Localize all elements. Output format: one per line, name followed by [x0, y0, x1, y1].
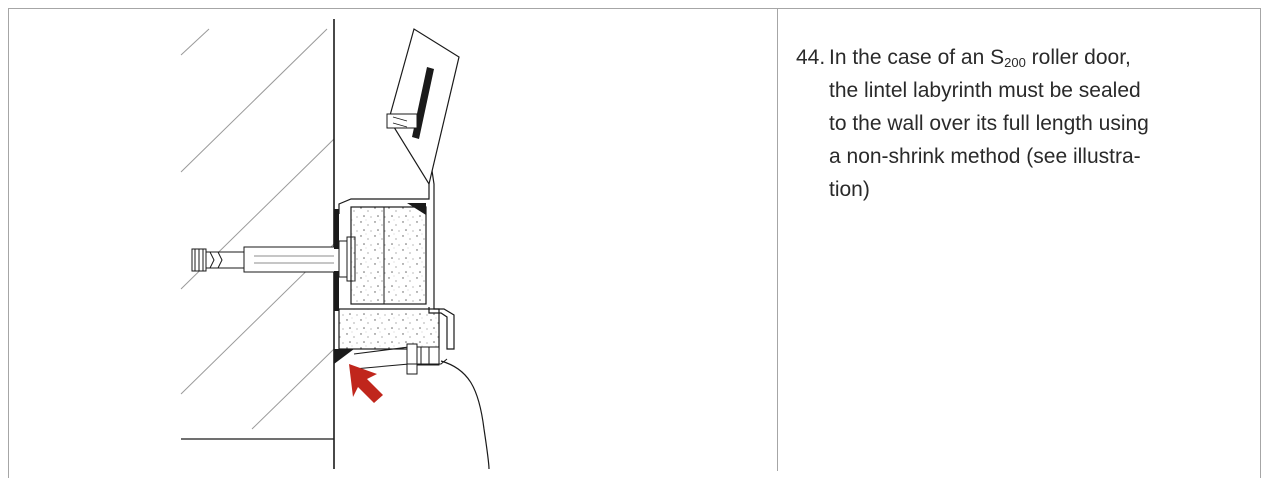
- instruction-text: In the case of an S200 roller door, the …: [829, 41, 1249, 206]
- instruction-line: the lintel labyrinth must be sealed: [829, 79, 1141, 102]
- step-number: 44.: [796, 46, 826, 69]
- cover-plate: [386, 28, 460, 186]
- wall-seal-strip-upper: [334, 209, 339, 249]
- instruction-line: to the wall over its full length using: [829, 112, 1149, 135]
- lintel-labyrinth-illustration: [180, 19, 490, 470]
- lintel-block-lower: [334, 308, 440, 364]
- lintel-block-upper: [350, 203, 427, 305]
- instruction-line: tion): [829, 178, 870, 201]
- model-subscript: 200: [1004, 55, 1026, 70]
- content-table-frame: [8, 8, 1261, 478]
- instruction-line1-prefix: In the case of an S: [829, 46, 1005, 69]
- sealant-arrow-icon: [349, 364, 383, 403]
- column-divider: [777, 8, 778, 471]
- wall-seal-strip-lower: [334, 271, 339, 311]
- anchor-bolt: [191, 236, 356, 282]
- wall-hatching: [180, 28, 335, 430]
- instruction-line1-suffix: roller door,: [1025, 46, 1131, 69]
- instruction-line: a non-shrink method (see illustra-: [829, 145, 1141, 168]
- bottom-bracket: [353, 343, 490, 470]
